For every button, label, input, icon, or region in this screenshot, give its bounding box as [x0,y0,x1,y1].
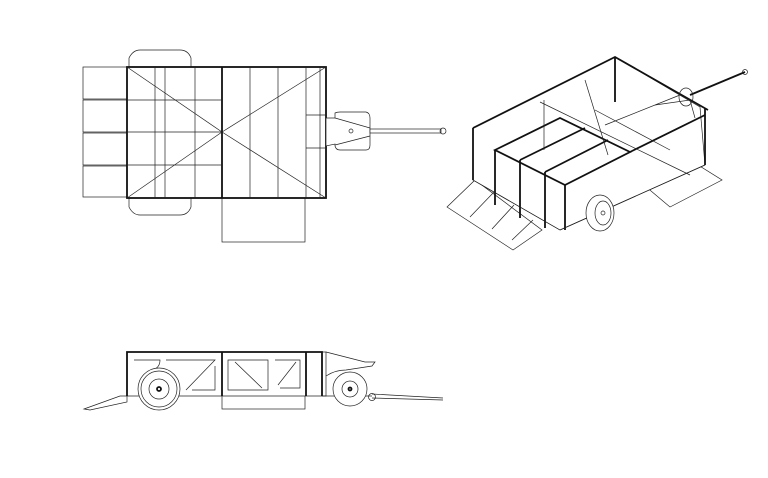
tow-bar [369,128,442,134]
side-view [82,351,444,411]
ramps-left [82,66,128,198]
ramp-side [82,395,128,411]
tongue [325,111,371,151]
top-view [82,49,447,243]
front-wheel [332,371,368,407]
frame-outer [126,66,327,199]
tow-bar-iso [689,71,746,96]
hitch [439,127,447,135]
wheel-top [128,49,192,67]
isometric-view [446,55,748,251]
wheel-bottom [128,198,192,216]
ramps-front [446,179,543,251]
side-frame [126,351,323,396]
bottom-flap [221,197,306,243]
wheel-iso [585,194,615,232]
rear-wheel [137,367,181,411]
